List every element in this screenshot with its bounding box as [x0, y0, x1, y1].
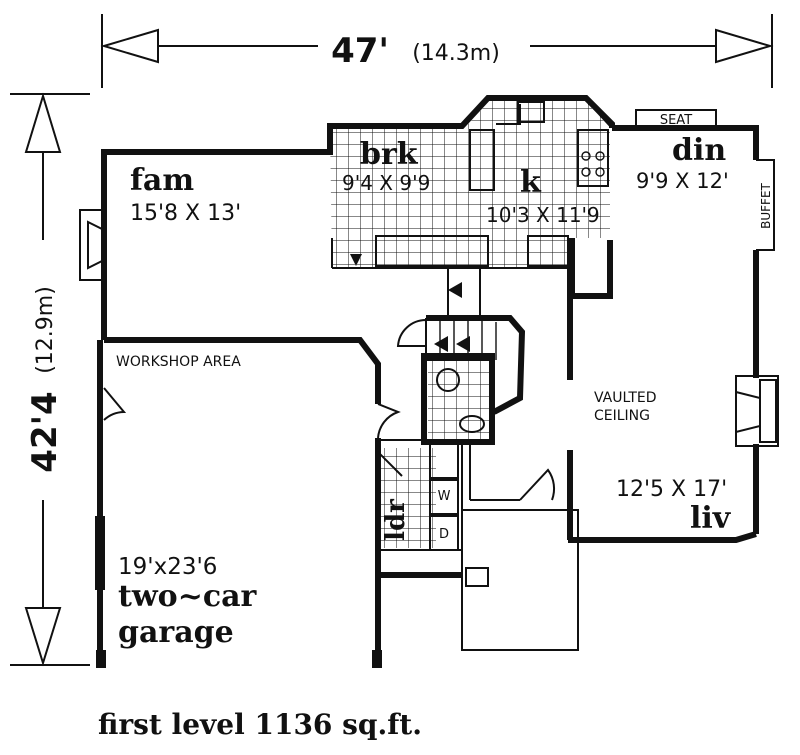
- vaulted-label-line2: CEILING: [594, 408, 650, 424]
- dining-bumpout: [635, 109, 775, 251]
- overall-width-metric-label: (14.3m): [412, 41, 500, 66]
- workshop-label: WORKSHOP AREA: [116, 354, 241, 370]
- plan-caption: first level 1136 sq.ft.: [98, 708, 422, 741]
- seat-label: SEAT: [660, 113, 692, 128]
- garage-side-window: [95, 516, 105, 590]
- stair-arrows: [350, 254, 470, 352]
- kitchen-cabinets: [375, 99, 613, 299]
- room-garage-name-line2: garage: [118, 615, 234, 650]
- room-garage-name-line1: two~car: [118, 579, 258, 614]
- overall-depth-metric-label: (12.9m): [33, 286, 58, 374]
- room-liv-name: liv: [690, 501, 732, 536]
- garage-door-posts: [96, 650, 382, 668]
- room-k-name: k: [520, 165, 542, 200]
- door-swings: [103, 318, 555, 501]
- room-garage-size: 19'x23'6: [118, 554, 217, 580]
- room-brk-size: 9'4 X 9'9: [342, 171, 430, 195]
- room-fam-name: fam: [130, 163, 194, 198]
- overall-depth-label: 42'4: [25, 391, 65, 472]
- room-brk-name: brk: [360, 137, 419, 172]
- width-dimension: [100, 14, 774, 88]
- living-fireplace: [735, 375, 779, 447]
- washer-label: W: [438, 489, 451, 504]
- family-fireplace: [79, 209, 105, 281]
- vaulted-label-line1: VAULTED: [594, 390, 657, 406]
- dryer-label: D: [439, 527, 449, 542]
- overall-width-label: 47': [331, 31, 389, 71]
- room-fam-size: 15'8 X 13': [130, 201, 241, 226]
- room-din-size: 9'9 X 12': [636, 169, 729, 193]
- buffet-label: BUFFET: [759, 182, 773, 228]
- room-ldr-name: ldr: [381, 499, 411, 541]
- room-din-name: din: [672, 133, 726, 168]
- depth-dimension: [10, 92, 90, 667]
- room-k-size: 10'3 X 11'9: [486, 203, 600, 227]
- room-liv-size: 12'5 X 17': [616, 477, 727, 502]
